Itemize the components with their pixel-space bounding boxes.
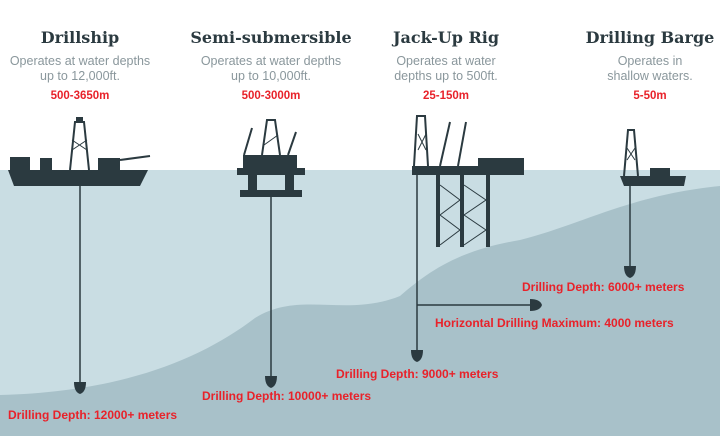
drillship-depth-range: 500-3650m (50, 90, 110, 102)
horizontal-drill-bit (530, 299, 542, 311)
jackup-description: Operates at water depths up to 500ft. (394, 54, 498, 83)
semisub-description: Operates at water depths up to 10,000ft. (200, 54, 342, 83)
drillship-icon (8, 117, 151, 186)
barge-description: Operates in shallow waters. (607, 54, 693, 83)
jack-up-rig-icon (412, 115, 524, 247)
semisub-drill-bit (265, 376, 277, 388)
semisub-depth-range: 500-3000m (241, 90, 301, 102)
seabed (0, 186, 720, 436)
barge-drill-bit (624, 266, 636, 278)
jackup-drilling-depth-label: Drilling Depth: 9000+ meters (336, 367, 499, 381)
drillship-drill-bit (74, 382, 86, 394)
semisub-title: Semi-submersible (190, 28, 352, 47)
barge-depth-range: 5-50m (633, 90, 667, 102)
barge-drilling-depth-label: Drilling Depth: 6000+ meters (522, 280, 685, 294)
jackup-drill-bit (411, 350, 423, 362)
drillship-drilling-depth-label: Drilling Depth: 12000+ meters (8, 408, 178, 422)
semisub-drilling-depth-label: Drilling Depth: 10000+ meters (202, 389, 372, 403)
jackup-depth-range: 25-150m (422, 90, 470, 102)
barge-title: Drilling Barge (585, 28, 715, 47)
drillship-description: Operates at water depths up to 12,000ft. (9, 54, 151, 83)
horizontal-drilling-label: Horizontal Drilling Maximum: 4000 meters (435, 316, 674, 330)
semi-submersible-icon (237, 119, 305, 197)
drilling-barge-icon (620, 129, 686, 186)
jackup-title: Jack-Up Rig (392, 28, 500, 47)
drillship-title: Drillship (40, 28, 120, 47)
